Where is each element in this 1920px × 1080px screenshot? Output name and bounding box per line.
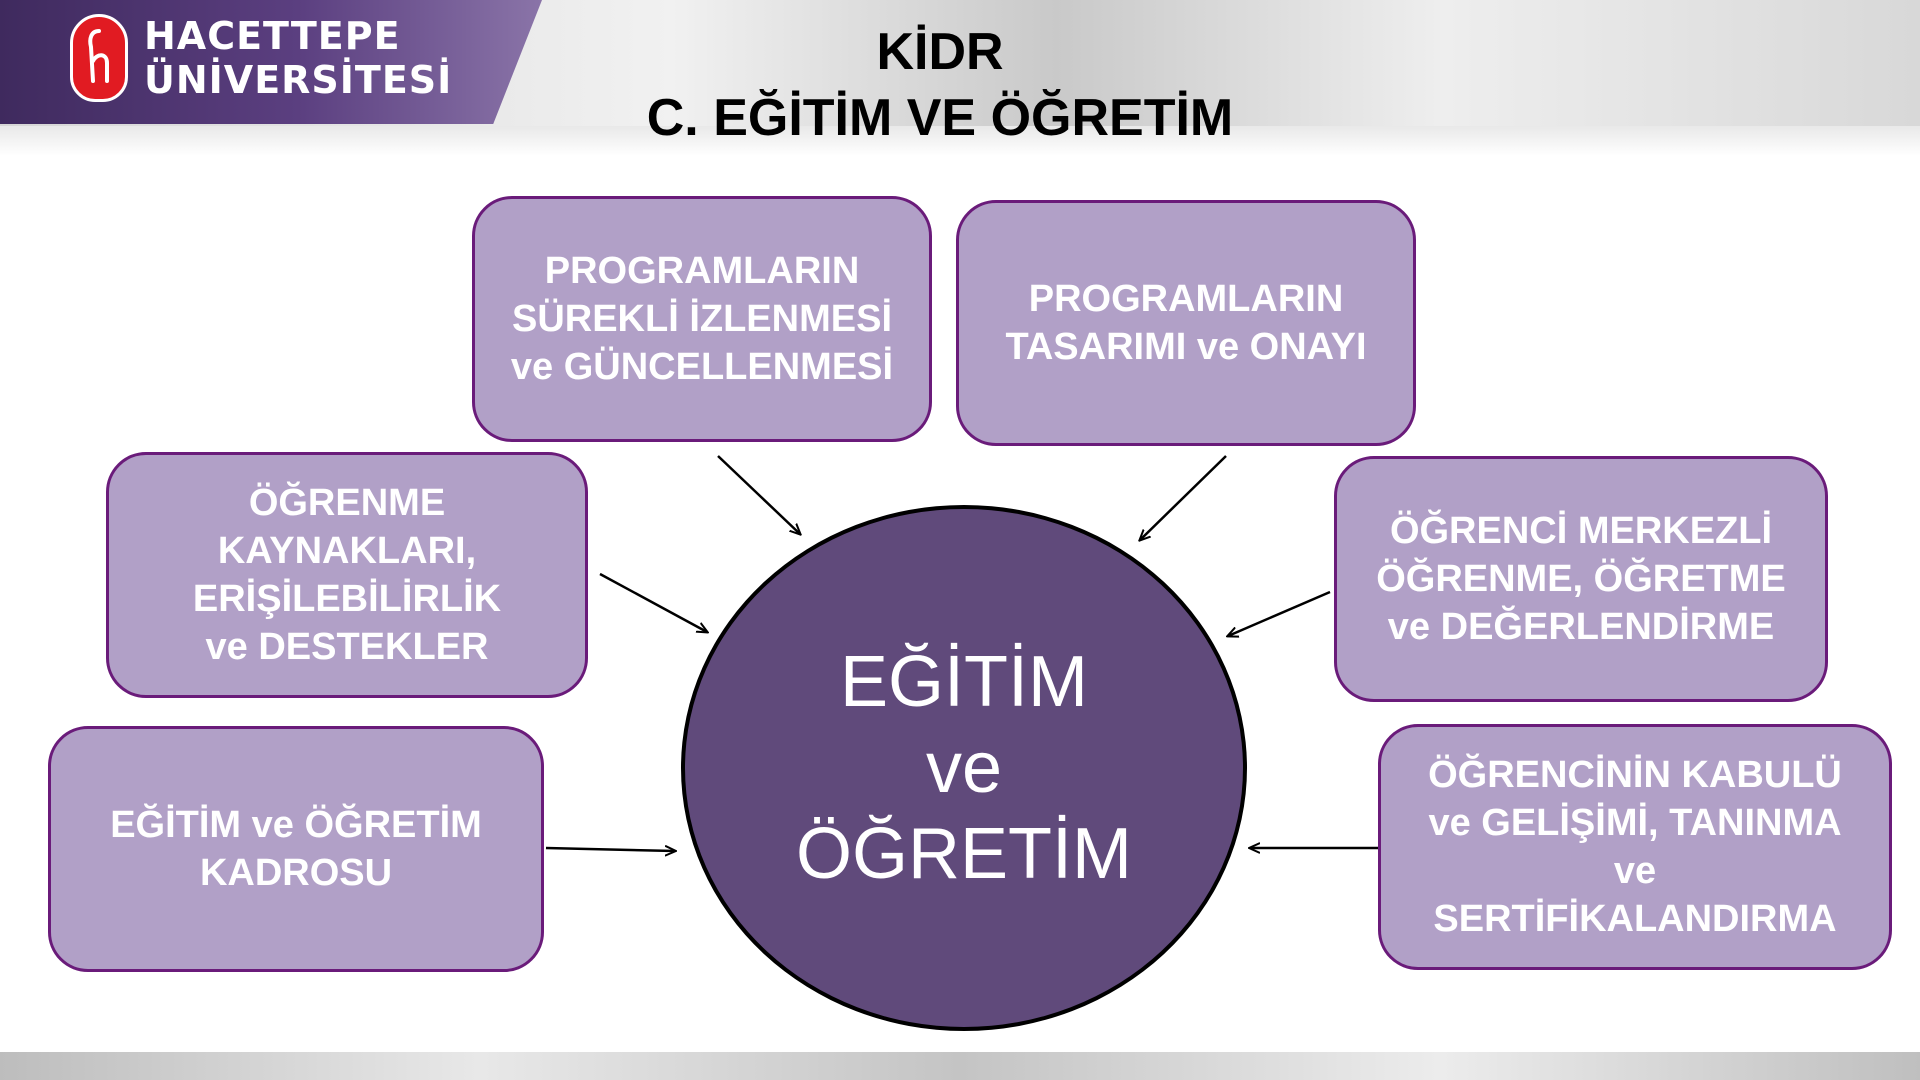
header-fade	[0, 126, 1920, 156]
arrow-student-centered	[1228, 590, 1331, 636]
slide-subtitle: C. EĞİTİM VE ÖĞRETİM	[646, 89, 1234, 147]
arrow-design	[1140, 455, 1227, 540]
box-label-line: PROGRAMLARIN	[544, 250, 860, 292]
logo-text-line1: HACETTEPE	[144, 14, 401, 58]
box-teaching-staff: EĞİTİM ve ÖĞRETİM KADROSU	[48, 726, 544, 972]
box-label-line: PROGRAMLARIN	[1028, 278, 1344, 320]
box-label-line: ÖĞRENME, ÖĞRETME	[1376, 558, 1786, 600]
box-label-line: EĞİTİM ve ÖĞRETİM	[110, 804, 482, 846]
university-emblem-icon	[70, 14, 128, 102]
center-label-line: ÖĞRETİM	[796, 814, 1132, 894]
box-label-line: KAYNAKLARI,	[217, 530, 477, 572]
box-label-line: SERTİFİKALANDIRMA	[1433, 898, 1837, 940]
center-label-line: EĞİTİM	[840, 642, 1088, 722]
arrow-staff	[545, 848, 675, 851]
box-student-centered-learning: ÖĞRENCİ MERKEZLİ ÖĞRENME, ÖĞRETME ve DEĞ…	[1334, 456, 1828, 702]
center-label-line: ve	[925, 728, 1003, 808]
box-label-line: ve GELİŞİMİ, TANINMA	[1428, 802, 1842, 844]
box-program-monitoring: PROGRAMLARIN SÜREKLİ İZLENMESİ ve GÜNCEL…	[472, 196, 932, 442]
box-label-line: ve	[1613, 850, 1657, 892]
box-program-design: PROGRAMLARIN TASARIMI ve ONAYI	[956, 200, 1416, 446]
box-learning-resources: ÖĞRENME KAYNAKLARI, ERİŞİLEBİLİRLİK ve D…	[106, 452, 588, 698]
box-label-line: ERİŞİLEBİLİRLİK	[192, 578, 502, 620]
slide-title: KİDR	[876, 23, 1004, 81]
footer-background	[0, 1052, 1920, 1080]
box-label-line: ÖĞRENME	[248, 482, 446, 524]
logo-text-line2: ÜNİVERSİTESİ	[144, 58, 453, 102]
arrow-continuous	[717, 455, 800, 534]
box-label-line: ve GÜNCELLENMESİ	[510, 346, 894, 388]
box-label-line: SÜREKLİ İZLENMESİ	[511, 298, 893, 340]
box-label-line: ÖĞRENCİ MERKEZLİ	[1389, 510, 1773, 552]
box-student-admission: ÖĞRENCİNİN KABULÜ ve GELİŞİMİ, TANINMA v…	[1378, 724, 1892, 970]
box-label-line: ve DEĞERLENDİRME	[1387, 606, 1775, 648]
box-label-line: TASARIMI ve ONAYI	[1005, 326, 1367, 368]
center-circle: EĞİTİM ve ÖĞRETİM	[681, 505, 1247, 1031]
box-label-line: KADROSU	[199, 852, 393, 894]
box-label-line: ÖĞRENCİNİN KABULÜ	[1428, 754, 1842, 796]
box-label-line: ve DESTEKLER	[205, 626, 489, 668]
arrow-resources	[599, 572, 707, 632]
